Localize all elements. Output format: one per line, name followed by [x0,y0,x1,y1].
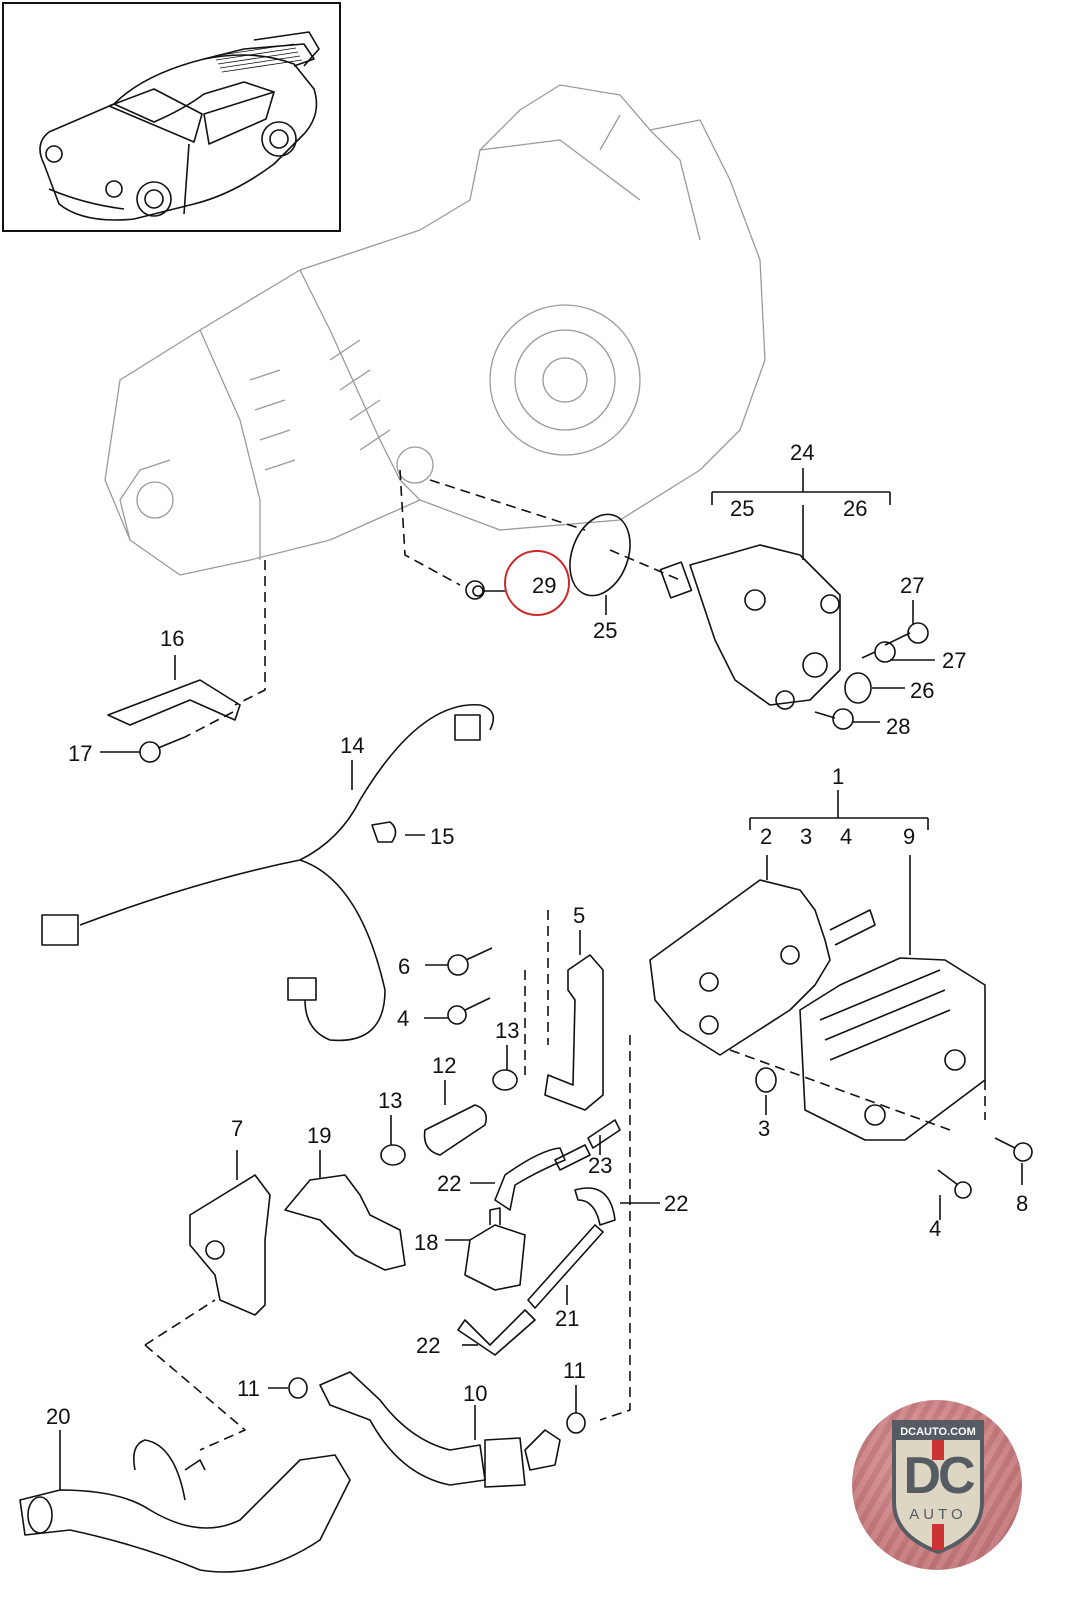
callout-13-upper[interactable]: 13 [495,1018,520,1043]
part-22-hose-lower[interactable] [457,1309,536,1356]
solid-leaders [59,595,1023,1490]
callout-17[interactable]: 17 [68,741,93,766]
part-10-coolant-line[interactable] [319,1371,486,1486]
callout-22-right[interactable]: 22 [664,1191,689,1216]
part-23-hose[interactable] [554,1144,591,1171]
callout-21[interactable]: 21 [555,1306,580,1331]
callout-25[interactable]: 25 [593,618,618,643]
callout-4-bracket[interactable]: 4 [397,1006,410,1031]
part-3-seal-ring[interactable] [755,1067,777,1093]
harness-connector-top [454,714,481,741]
part-20-coolant-pipe[interactable] [19,1454,351,1573]
callout-13-lower[interactable]: 13 [378,1088,403,1113]
part-14-wiring-harness[interactable] [79,704,495,926]
part-2-valve-body[interactable] [649,879,831,1056]
callout-26[interactable]: 26 [910,678,935,703]
leader-lines [144,469,986,1451]
part-12-hose[interactable] [423,1104,488,1156]
part-27-bolts[interactable] [861,622,929,663]
callout-3-group[interactable]: 3 [800,824,813,849]
callout-14[interactable]: 14 [340,733,365,758]
callout-20[interactable]: 20 [46,1404,71,1429]
callout-9[interactable]: 9 [903,824,916,849]
callout-11-right[interactable]: 11 [563,1358,586,1383]
part-29-drain-plug[interactable] [465,580,505,600]
harness-connector-left [41,914,79,946]
part-28-bolt[interactable] [814,708,854,730]
callout-11-left[interactable]: 11 [237,1376,260,1401]
dcauto-logo: DCAUTO.COM DC AUTO [852,1400,1022,1570]
part-16-bracket[interactable] [107,679,241,726]
car-illustration [39,31,320,221]
part-22-hose-upper[interactable] [494,1147,566,1211]
part-22-hose-right[interactable] [574,1187,616,1226]
callout-22-lower[interactable]: 22 [416,1333,441,1358]
callout-24[interactable]: 24 [790,440,815,465]
callout-12[interactable]: 12 [432,1053,457,1078]
part-26-o-ring[interactable] [844,672,872,704]
part-7-bracket[interactable] [189,1174,271,1316]
callout-15[interactable]: 15 [430,824,455,849]
callout-22-upper[interactable]: 22 [437,1171,462,1196]
callout-5[interactable]: 5 [573,903,586,928]
callout-7[interactable]: 7 [231,1116,244,1141]
logo-shield-icon [892,1420,984,1554]
part-13-hose-clamp[interactable] [380,1144,406,1166]
callout-25-group[interactable]: 25 [730,496,755,521]
part-24-pump[interactable] [659,544,841,710]
callout-10[interactable]: 10 [463,1381,488,1406]
callout-19[interactable]: 19 [307,1123,332,1148]
part-4-bolt-cooler[interactable] [937,1169,972,1199]
callout-8[interactable]: 8 [1016,1191,1029,1216]
part-6-bolt[interactable] [447,947,493,976]
callout-27-top[interactable]: 27 [900,573,925,598]
highlight-circle-29 [504,550,570,616]
callout-23[interactable]: 23 [588,1153,613,1178]
transmission-housing [104,84,766,576]
callout-18[interactable]: 18 [414,1230,439,1255]
part-17-bolt[interactable] [139,736,186,763]
logo-subtitle: AUTO [909,1506,967,1523]
callout-2[interactable]: 2 [760,824,773,849]
part-13-hose-clamp[interactable] [492,1069,518,1091]
part-18-solenoid[interactable] [464,1224,526,1291]
callout-4-cooler[interactable]: 4 [929,1216,942,1241]
part-25-o-ring[interactable] [559,506,640,604]
vehicle-inset [2,2,341,232]
group-bracket-24 [711,468,891,560]
group-bracket-1 [749,790,929,955]
callout-27-mid[interactable]: 27 [942,648,967,673]
logo-mark: DC [903,1447,975,1505]
callout-28[interactable]: 28 [886,714,911,739]
callout-6[interactable]: 6 [398,954,411,979]
part-11-seal-ring[interactable] [566,1412,586,1434]
callout-29[interactable]: 29 [532,573,557,598]
harness-connector-bottom [287,977,317,1001]
part-15-clip[interactable] [371,821,425,843]
callout-3[interactable]: 3 [758,1116,771,1141]
part-5-bracket[interactable] [544,954,604,1111]
callout-1[interactable]: 1 [832,764,845,789]
part-9-oil-cooler[interactable] [799,957,986,1141]
part-19-valve[interactable] [284,1174,406,1271]
part-11-seal-ring[interactable] [288,1377,308,1399]
callout-16[interactable]: 16 [160,626,185,651]
callout-4-group[interactable]: 4 [840,824,853,849]
logo-url: DCAUTO.COM [900,1426,976,1438]
part-8-bolt[interactable] [994,1137,1033,1162]
part-4-bolt-bracket[interactable] [447,997,491,1025]
callout-26-group[interactable]: 26 [843,496,868,521]
part-21-hose[interactable] [527,1224,604,1309]
